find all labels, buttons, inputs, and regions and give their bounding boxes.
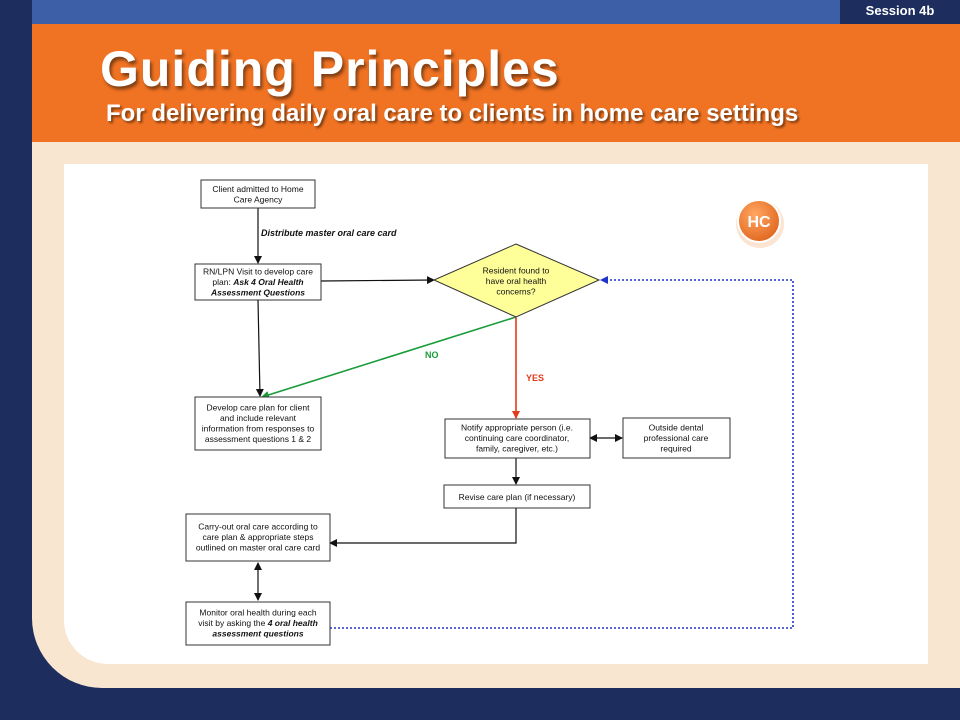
- label-yes: YES: [526, 373, 544, 383]
- notify-line-3: family, caregiver, etc.): [476, 444, 558, 454]
- decision-line-2: have oral health: [486, 276, 547, 286]
- develop-line-2: and include relevant: [220, 413, 297, 423]
- slide-title: Guiding Principles: [100, 41, 560, 97]
- monitor-line-3: assessment questions: [212, 629, 303, 639]
- notify-line-1: Notify appropriate person (i.e.: [461, 423, 573, 433]
- edge-revise-carry: [329, 508, 517, 547]
- title-banner: Guiding Principles For delivering daily …: [32, 24, 960, 142]
- hc-badge-icon: HC: [736, 199, 784, 248]
- carry-line-2: care plan & appropriate steps: [202, 532, 313, 542]
- carry-line-1: Carry-out oral care according to: [198, 522, 318, 532]
- node-revise-care-plan: Revise care plan (if necessary): [443, 484, 591, 509]
- edge-monitor-loop: [330, 276, 794, 629]
- outside-line-1: Outside dental: [649, 423, 704, 433]
- develop-line-3: information from responses to: [202, 423, 315, 433]
- visit-line-2: plan: Ask 4 Oral Health: [212, 277, 303, 287]
- monitor-line-2: visit by asking the 4 oral health: [198, 618, 318, 628]
- svg-text:Revise care plan (if necessary: Revise care plan (if necessary): [459, 492, 576, 502]
- decision-line-1: Resident found to: [483, 266, 550, 276]
- edge-no: [261, 316, 517, 399]
- edge-visit-develop: [255, 299, 264, 397]
- develop-line-4: assessment questions 1 & 2: [205, 434, 312, 444]
- develop-line-1: Develop care plan for client: [206, 402, 310, 412]
- visit-line-3: Assessment Questions: [210, 288, 305, 298]
- connectors: [254, 208, 794, 629]
- notify-line-2: continuing care coordinator,: [465, 433, 569, 443]
- visit-line-1: RN/LPN Visit to develop care: [203, 267, 313, 277]
- label-no: NO: [425, 350, 439, 360]
- top-strip: Session 4b: [32, 0, 960, 24]
- admit-line-2: Care Agency: [234, 194, 283, 204]
- session-tag: Session 4b: [840, 0, 960, 24]
- decision-line-3: concerns?: [496, 287, 535, 297]
- monitor-line-1: Monitor oral health during each: [199, 608, 316, 618]
- carry-line-3: outlined on master oral care card: [196, 543, 321, 553]
- svg-text:Notify appropriate person (i.e: Notify appropriate person (i.e.continuin…: [461, 423, 573, 454]
- node-notify-person: Notify appropriate person (i.e.continuin…: [444, 418, 591, 459]
- outside-line-3: required: [660, 444, 691, 454]
- hc-badge-label: HC: [747, 214, 771, 231]
- admit-line-1: Client admitted to Home: [212, 184, 303, 194]
- edge-visit-decision: [320, 276, 435, 285]
- label-distribute: Distribute master oral care card: [261, 228, 397, 238]
- outside-line-2: professional care: [644, 433, 709, 443]
- revise-line-1: Revise care plan (if necessary): [459, 492, 576, 502]
- slide-subtitle: For delivering daily oral care to client…: [106, 100, 799, 127]
